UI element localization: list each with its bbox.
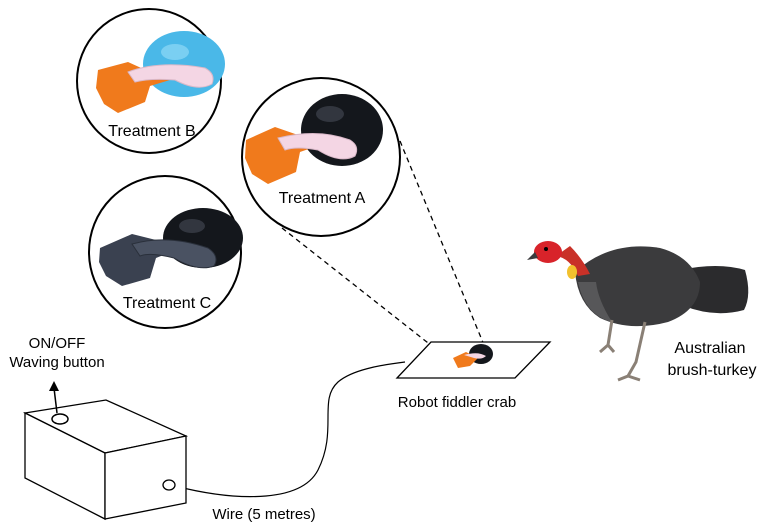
treatment-b-panel: Treatment B	[76, 8, 225, 154]
bird-label-line1: Australian	[674, 340, 745, 357]
major-claw-pink	[277, 132, 358, 160]
brush-turkey-icon	[527, 241, 749, 382]
treatment-a-panel: Treatment A	[241, 77, 401, 237]
circle-button-icon[interactable]	[51, 413, 69, 425]
button-arrow	[53, 387, 58, 414]
button-label-line1: ON/OFF	[29, 335, 86, 352]
treatment-c-panel: Treatment C	[88, 175, 243, 329]
robot-fiddler-crab	[395, 341, 552, 379]
treatment-b-label: Treatment B	[108, 123, 195, 140]
treatment-a-label: Treatment A	[279, 190, 366, 207]
projection-line-right	[399, 140, 485, 346]
major-claw-grey	[131, 239, 217, 269]
robot-label: Robot fiddler crab	[398, 394, 516, 411]
crab-body-blue	[143, 31, 225, 97]
control-box-icon	[22, 399, 189, 521]
wire	[174, 361, 406, 498]
wire-port	[162, 479, 176, 491]
major-claw-pink	[127, 64, 214, 88]
projection-line-left	[281, 227, 438, 351]
wire-label: Wire (5 metres)	[212, 506, 315, 523]
button-label-line2: Waving button	[9, 354, 104, 371]
treatment-c-label: Treatment C	[123, 295, 211, 312]
bird-label-line2: brush-turkey	[668, 362, 757, 379]
